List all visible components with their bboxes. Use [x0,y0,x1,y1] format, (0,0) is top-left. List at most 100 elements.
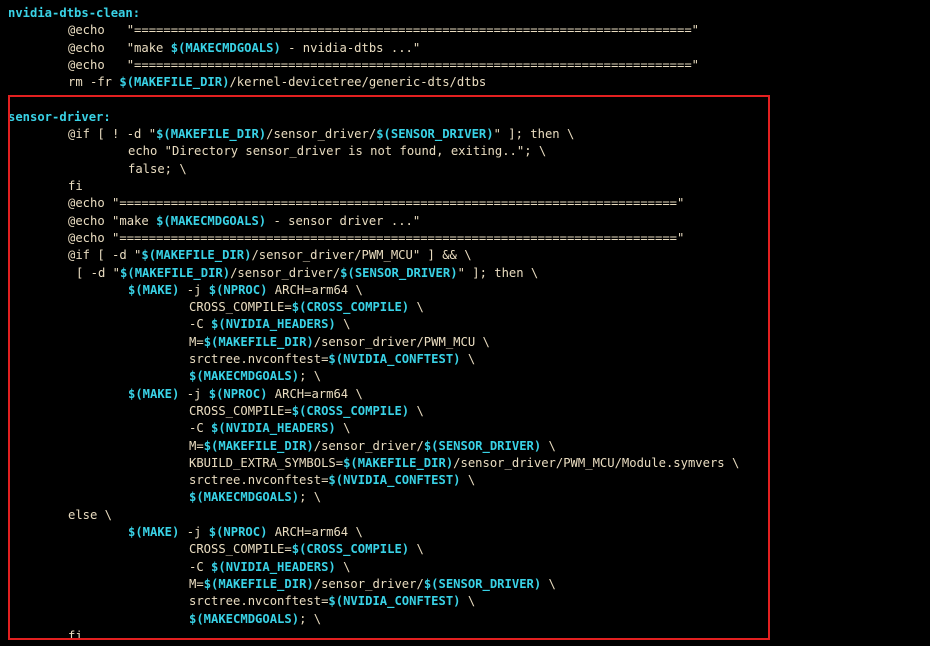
code-line: srctree.nvconftest=$(NVIDIA_CONFTEST) \ [189,593,475,610]
code-line: $(MAKE) -j $(NPROC) ARCH=arm64 \ [128,386,363,403]
code-line: else \ [68,507,112,524]
code-text: -C [189,421,212,436]
code-text: -C [189,317,212,332]
code-line: -C $(NVIDIA_HEADERS) \ [189,316,350,333]
make-variable: $(NVIDIA_HEADERS) [211,421,336,436]
make-variable: $(NVIDIA_CONFTEST) [328,473,461,488]
code-text: -C [189,559,212,574]
code-line: @echo "=================================… [68,22,699,39]
make-variable: $(MAKEFILE_DIR) [156,127,267,142]
code-line: fi [68,178,83,195]
code-line: @if [ ! -d "$(MAKEFILE_DIR)/sensor_drive… [68,126,574,143]
code-text: ARCH=arm64 \ [267,386,363,401]
make-variable: $(SENSOR_DRIVER) [423,438,542,453]
code-text: \ [460,352,476,366]
code-line: $(MAKECMDGOALS); \ [189,611,321,628]
code-text: " ]; then \ [457,265,539,280]
code-line: -C $(NVIDIA_HEADERS) \ [189,420,350,437]
code-text: [ -d " [76,265,121,280]
make-variable: $(CROSS_COMPILE) [291,300,410,315]
make-variable: $(SENSOR_DRIVER) [376,127,494,142]
code-text: " ]; then \ [493,127,575,142]
make-target: nvidia-dtbs-clean: [8,6,141,20]
code-text: @echo "=================================… [68,196,685,211]
code-text: /sensor_driver/ [230,265,341,280]
code-text: ARCH=arm64 \ [267,525,363,539]
make-variable: $(MAKE) [128,386,180,401]
code-text: /sensor_driver/PWM_MCU \ [313,334,490,349]
code-text: \ [541,438,556,453]
code-text: else \ [68,507,113,522]
code-text: @if [ -d " [68,248,142,263]
code-text: /sensor_driver/PWM_MCU/Module.symvers \ [453,455,740,470]
code-text: srctree.nvconftest= [189,594,329,609]
code-text: \ [335,421,351,436]
code-line: M=$(MAKEFILE_DIR)/sensor_driver/$(SENSOR… [189,438,556,455]
code-text: KBUILD_EXTRA_SYMBOLS= [189,455,344,470]
make-variable: $(MAKEFILE_DIR) [203,334,314,349]
code-line: M=$(MAKEFILE_DIR)/sensor_driver/PWM_MCU … [189,334,490,351]
make-variable: $(NPROC) [208,282,268,297]
code-line: @echo "make $(MAKECMDGOALS) - nvidia-dtb… [68,40,420,57]
code-text: srctree.nvconftest= [189,352,329,366]
code-text: ; \ [299,369,322,384]
code-text: -j [179,282,209,297]
code-line: CROSS_COMPILE=$(CROSS_COMPILE) \ [189,541,424,558]
code-line: CROSS_COMPILE=$(CROSS_COMPILE) \ [189,403,424,420]
code-text: ; \ [299,490,322,505]
make-variable: $(NPROC) [208,386,268,401]
code-text: - sensor driver ..." [266,213,421,228]
make-variable: $(CROSS_COMPILE) [291,403,410,418]
code-text: ; \ [299,611,322,626]
make-variable: $(MAKECMDGOALS) [189,369,300,384]
make-variable: $(MAKE) [128,525,180,539]
code-text: -j [179,386,209,401]
code-text: /kernel-devicetree/generic-dts/dtbs [229,75,487,90]
code-text: \ [541,576,556,591]
code-text: M= [189,334,204,349]
code-text: /sensor_driver/PWM_MCU" ] && \ [251,248,472,263]
code-text: \ [409,542,424,557]
window-edge [930,0,937,650]
code-text: CROSS_COMPILE= [189,403,292,418]
code-line: @if [ -d "$(MAKEFILE_DIR)/sensor_driver/… [68,247,472,264]
code-text: false; \ [128,161,187,176]
code-line: $(MAKE) -j $(NPROC) ARCH=arm64 \ [128,524,363,541]
code-text: rm -fr [68,75,120,90]
code-text: \ [409,403,424,418]
make-variable: $(MAKEFILE_DIR) [203,438,314,453]
code-text: CROSS_COMPILE= [189,542,292,557]
code-line: sensor-driver: [8,109,111,126]
code-text: @echo "make [68,213,157,228]
make-variable: $(MAKECMDGOALS) [170,40,281,55]
code-text: - nvidia-dtbs ..." [280,40,421,55]
code-text: M= [189,576,204,591]
make-variable: $(NVIDIA_CONFTEST) [328,352,461,366]
code-text: @if [ ! -d " [68,127,157,142]
make-variable: $(SENSOR_DRIVER) [423,576,542,591]
code-text: \ [460,594,476,609]
make-variable: $(MAKECMDGOALS) [189,490,300,505]
code-line: false; \ [128,161,187,178]
make-variable: $(MAKEFILE_DIR) [343,455,454,470]
make-variable: $(MAKEFILE_DIR) [120,265,231,280]
make-variable: $(MAKEFILE_DIR) [203,576,314,591]
code-line: -C $(NVIDIA_HEADERS) \ [189,559,350,576]
code-line: @echo "make $(MAKECMDGOALS) - sensor dri… [68,213,420,230]
code-text: \ [335,317,351,332]
make-variable: $(MAKEFILE_DIR) [119,75,230,90]
code-line: echo "Directory sensor_driver is not fou… [128,143,546,160]
make-variable: $(NPROC) [208,525,268,539]
make-variable: $(NVIDIA_CONFTEST) [328,594,461,609]
code-line: [ -d "$(MAKEFILE_DIR)/sensor_driver/$(SE… [76,265,538,282]
code-line: rm -fr $(MAKEFILE_DIR)/kernel-devicetree… [68,74,486,91]
code-text: @echo "=================================… [68,23,700,38]
code-line: srctree.nvconftest=$(NVIDIA_CONFTEST) \ [189,351,475,368]
code-text: srctree.nvconftest= [189,473,329,488]
code-line: @echo "=================================… [68,57,699,74]
code-text: /sensor_driver/ [313,438,424,453]
code-text: ARCH=arm64 \ [267,282,363,297]
code-text: -j [179,525,209,539]
code-text: @echo "=================================… [68,57,700,72]
